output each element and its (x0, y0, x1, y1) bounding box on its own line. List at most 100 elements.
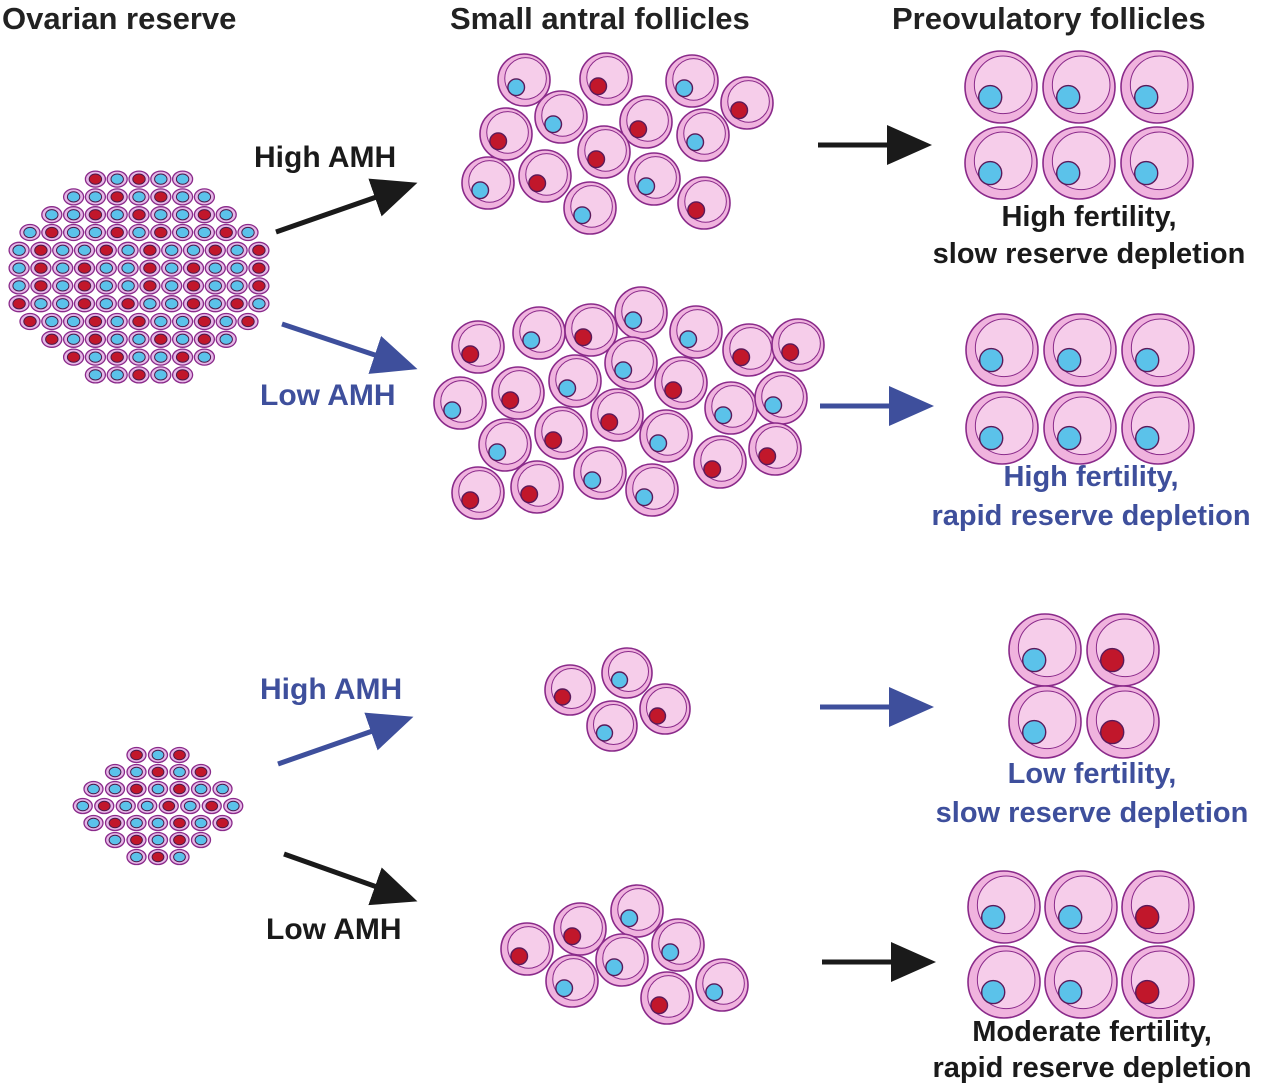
reserve-follicle (226, 295, 248, 313)
oocyte-blue (605, 958, 624, 977)
reserve-follicle (62, 206, 85, 224)
oocyte-red (489, 132, 508, 151)
reserve-follicle (215, 223, 237, 242)
reserve-follicle (126, 831, 147, 849)
reserve-follicle (147, 831, 169, 849)
preovulatory-follicle (964, 50, 1038, 124)
reserve-follicle (95, 259, 117, 277)
reserve-follicle (106, 188, 128, 206)
oocyte-red (1134, 979, 1160, 1005)
small-antral-top-high (461, 52, 774, 235)
preovulatory-follicle (1008, 613, 1082, 687)
reserve-follicle (126, 746, 147, 764)
oocyte-blue (980, 904, 1006, 930)
reserve-follicle (182, 295, 205, 313)
oocyte-red (1134, 904, 1160, 930)
header-ovarian-reserve: Ovarian reserve (2, 1, 237, 36)
small-follicle (601, 647, 653, 699)
reserve-follicle (41, 330, 63, 348)
oocyte-red (461, 491, 480, 510)
oocyte-blue (583, 471, 602, 490)
small-follicle (625, 463, 679, 517)
label-bottom-low-amh: Low AMH (266, 913, 402, 946)
reserve-follicle (94, 797, 115, 815)
oocyte-blue (624, 311, 643, 330)
oocyte-blue (443, 401, 462, 420)
oocyte-blue (573, 206, 592, 225)
small-follicle (548, 354, 602, 408)
reserve-follicle (169, 814, 190, 832)
reserve-follicle (248, 241, 270, 259)
oocyte-blue (679, 330, 698, 349)
small-follicle (771, 318, 825, 372)
reserve-follicle (95, 241, 117, 259)
oocyte-red (461, 345, 480, 364)
preovulatory-follicle (964, 126, 1038, 200)
small-follicle (754, 371, 808, 425)
reserve-follicle (139, 295, 161, 313)
small-follicle (534, 90, 588, 144)
oocyte-red (501, 391, 520, 410)
small-follicle (619, 95, 673, 149)
reserve-follicle (41, 312, 63, 331)
oocyte-blue (1134, 347, 1160, 373)
reserve-follicle (190, 831, 212, 849)
reserve-follicle (62, 188, 85, 206)
oocyte-blue (649, 434, 668, 453)
reserve-follicle (139, 259, 161, 277)
small-follicle (665, 54, 719, 108)
reserve-follicle (117, 295, 139, 313)
reserve-follicle (137, 797, 158, 815)
reserve-follicle (150, 366, 172, 384)
reserve-follicle (161, 241, 183, 259)
small-follicle (451, 320, 505, 374)
oocyte-blue (488, 443, 507, 462)
small-antral-top-low (433, 286, 825, 520)
reserve-follicle (83, 780, 104, 798)
reserve-follicle (204, 295, 226, 313)
preovulatory-follicle (1121, 870, 1195, 944)
reserve-follicle (248, 259, 270, 277)
small-follicle (545, 954, 599, 1008)
reserve-follicle (190, 763, 212, 781)
preovulatory-top-low (965, 313, 1195, 465)
reserve-follicle (106, 206, 128, 224)
reserve-follicle (104, 763, 126, 781)
preovulatory-follicle (1120, 126, 1194, 200)
oocyte-blue (661, 943, 680, 962)
preovulatory-bottom-high (1008, 613, 1160, 759)
oocyte-blue (595, 724, 614, 742)
reserve-follicle (95, 295, 117, 313)
small-follicle (677, 176, 731, 230)
reserve-follicle (72, 797, 93, 815)
oocyte-blue (610, 671, 629, 689)
reserve-follicle (161, 277, 183, 295)
reserve-follicle (104, 831, 126, 849)
arrow-bottom-low (283, 851, 418, 906)
reserve-follicle (84, 206, 107, 224)
reserve-follicle (117, 259, 139, 277)
reserve-follicle (237, 312, 259, 331)
oocyte-red (648, 707, 667, 725)
oocyte-red (732, 348, 751, 367)
reserve-follicle (126, 780, 147, 798)
arrow-bottom-high (277, 712, 414, 767)
small-follicle (651, 918, 705, 972)
reserve-follicle (248, 295, 270, 313)
reserve-follicle (84, 223, 107, 242)
oocyte-blue (1133, 84, 1159, 110)
reserve-follicle (150, 223, 172, 242)
oocyte-blue (544, 115, 563, 134)
small-follicle (604, 336, 658, 390)
oocyte-blue (675, 79, 694, 98)
preovulatory-follicle (1043, 391, 1117, 465)
preovulatory-follicle (965, 391, 1039, 465)
oocyte-red (544, 431, 563, 450)
outcome-3-line-1: Low fertility, (1007, 758, 1177, 790)
reserve-follicle (115, 797, 136, 815)
oocyte-red (563, 927, 582, 946)
oocyte-blue (555, 979, 574, 998)
reserve-follicle (226, 259, 248, 277)
header-small-antral-follicles: Small antral follicles (450, 1, 750, 36)
small-follicle (704, 381, 758, 435)
